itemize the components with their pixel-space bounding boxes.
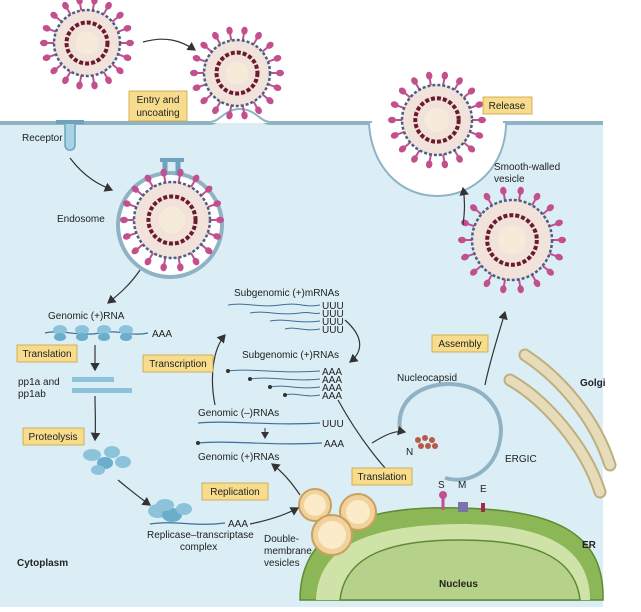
label-aaa-5: AAA xyxy=(322,391,342,402)
label-nucleus: Nucleus xyxy=(439,579,478,590)
step-tag-transcription: Transcription xyxy=(142,354,214,373)
label-ergic: ERGIC xyxy=(505,454,537,465)
release-pit xyxy=(370,123,505,195)
e-protein-shape xyxy=(481,503,485,512)
label-genomic-pos-rnas: Genomic (+)RNAs xyxy=(198,452,279,463)
step-assembly: Assembly xyxy=(438,339,481,350)
label-double-membrane-2: membrane xyxy=(264,546,312,557)
label-cytoplasm: Cytoplasm xyxy=(17,558,68,569)
ergic-compartment xyxy=(397,382,503,482)
label-genomic-neg: Genomic (–)RNAs xyxy=(198,408,279,419)
m-protein-shape xyxy=(458,502,468,512)
step-tag-translation-1: Translation xyxy=(16,344,78,363)
label-replicase-1: Replicase–transcriptase xyxy=(147,530,254,541)
step-replication: Replication xyxy=(210,487,259,498)
label-smooth-vesicle-1: Smooth-walled xyxy=(494,162,560,173)
step-entry-line1: Entry and xyxy=(137,95,180,106)
step-tag-assembly: Assembly xyxy=(431,334,489,353)
label-m: M xyxy=(458,480,466,491)
step-translation-1: Translation xyxy=(22,349,71,360)
label-er: ER xyxy=(582,540,597,551)
virion-entry xyxy=(40,0,134,90)
step-transcription: Transcription xyxy=(149,359,206,370)
step-proteolysis: Proteolysis xyxy=(29,432,78,443)
pp1a-bar xyxy=(72,377,114,382)
label-receptor: Receptor xyxy=(22,133,63,144)
label-uuu-3: UUU xyxy=(322,317,344,328)
label-double-membrane-1: Double- xyxy=(264,534,299,545)
nucleocapsid-protein-dots xyxy=(415,435,438,449)
virion-endosome xyxy=(120,168,224,272)
label-subgenomic-m: Subgenomic (+)mRNAs xyxy=(234,288,339,299)
label-aaa-1: AAA xyxy=(152,329,172,340)
label-uuu-5: UUU xyxy=(322,419,344,430)
label-smooth-vesicle-2: vesicle xyxy=(494,174,525,185)
label-uuu-4: UUU xyxy=(322,325,344,336)
step-tag-entry: Entry and uncoating xyxy=(128,90,188,122)
label-replicase-2: complex xyxy=(180,542,217,553)
label-double-membrane-3: vesicles xyxy=(264,558,300,569)
subgenomic-mrna-lines xyxy=(227,303,321,331)
label-aaa-6: AAA xyxy=(324,439,344,450)
label-pp1a-2: pp1ab xyxy=(18,389,46,400)
virion-release xyxy=(388,71,486,169)
label-uuu-2: UUU xyxy=(322,309,344,320)
step-translation-2: Translation xyxy=(357,472,406,483)
label-endosome: Endosome xyxy=(57,214,105,225)
subgenomic-pos-rna-lines xyxy=(226,369,321,397)
label-pp1a-1: pp1a and xyxy=(18,377,60,388)
nucleus-shape xyxy=(339,539,581,601)
label-aaa-2: AAA xyxy=(322,367,342,378)
label-s: S xyxy=(438,480,445,491)
step-tag-release: Release xyxy=(482,96,533,115)
label-genomic-pos-rna: Genomic (+)RNA xyxy=(48,311,125,322)
label-e: E xyxy=(480,484,487,495)
replicase-complex xyxy=(148,499,226,525)
label-aaa-7: AAA xyxy=(228,519,248,530)
label-nucleocapsid: Nucleocapsid xyxy=(397,373,457,384)
step-release: Release xyxy=(489,101,526,112)
label-aaa-3: AAA xyxy=(322,375,342,386)
genomic-rna-strands xyxy=(196,421,323,445)
genomic-rna-with-ribosomes xyxy=(44,325,149,341)
label-n: N xyxy=(406,447,413,458)
nsp-fragments xyxy=(83,446,131,475)
er-structural-proteins xyxy=(439,491,485,512)
step-tag-proteolysis: Proteolysis xyxy=(22,427,85,446)
pp1ab-bar xyxy=(72,388,132,393)
golgi-stacks xyxy=(503,348,617,499)
label-golgi: Golgi xyxy=(580,378,606,389)
double-membrane-vesicles xyxy=(298,488,377,556)
step-tag-translation-2: Translation xyxy=(351,467,413,486)
label-aaa-4: AAA xyxy=(322,383,342,394)
label-subgenomic-pos: Subgenomic (+)RNAs xyxy=(242,350,339,361)
virion-uncoating xyxy=(190,26,284,120)
uncoating-pit xyxy=(210,110,270,123)
label-uuu-1: UUU xyxy=(322,301,344,312)
step-entry-line2: uncoating xyxy=(136,108,179,119)
step-tag-replication: Replication xyxy=(201,482,269,501)
